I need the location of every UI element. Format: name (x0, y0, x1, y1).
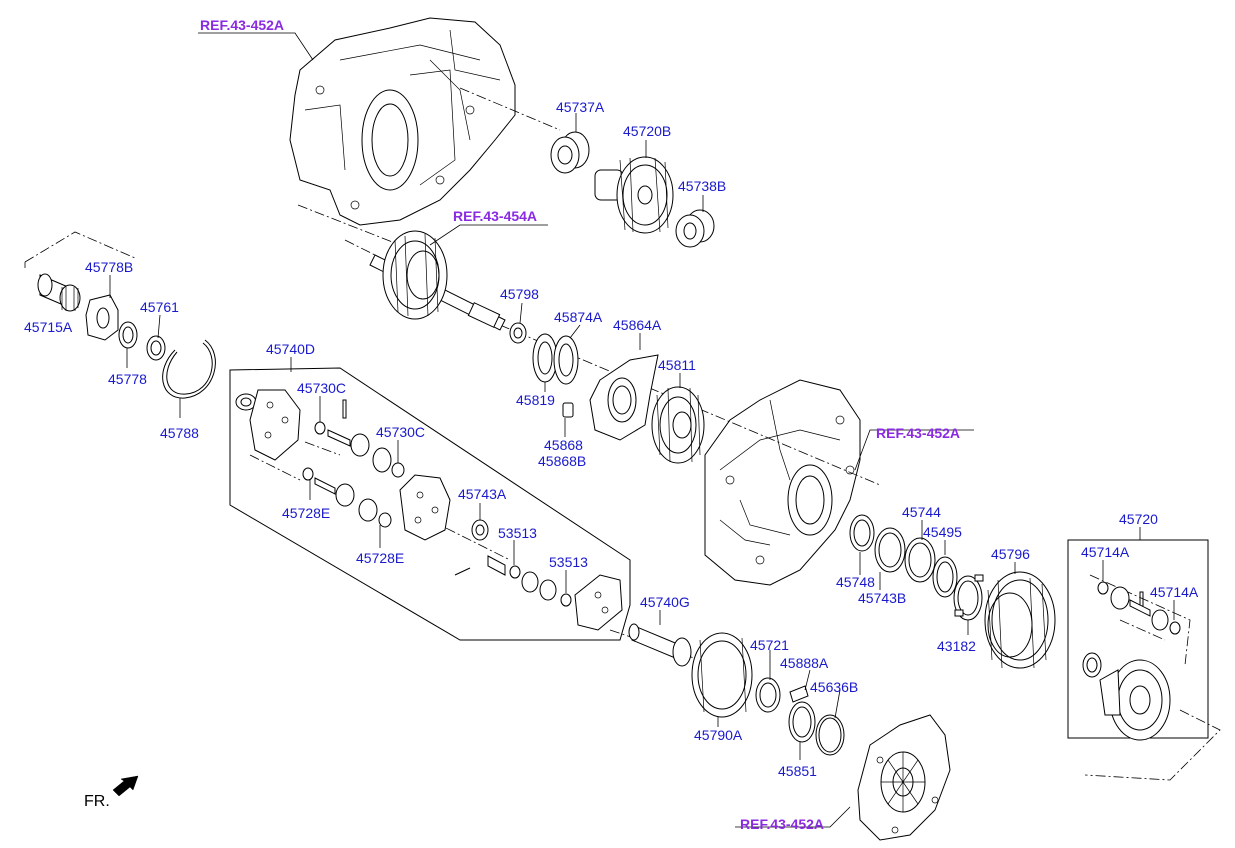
bolt-45868 (562, 402, 574, 418)
snap-ring-45851 (788, 701, 816, 743)
coupling-45715A (37, 273, 81, 312)
part-label: 45874A (554, 309, 603, 325)
part-label: 45796 (991, 546, 1030, 562)
washer-45761 (146, 335, 166, 361)
part-label: 45740G (640, 594, 690, 610)
ref-label-bottom: REF.43-452A (740, 816, 824, 832)
carrier-parts (235, 389, 623, 631)
part-label: 45721 (750, 637, 789, 653)
part-label: 45888A (780, 655, 829, 671)
gear-45811 (651, 386, 705, 464)
part-label: 45743A (458, 486, 507, 502)
part-label: 45728E (356, 550, 404, 566)
part-label: 45788 (160, 425, 199, 441)
o-ring-45636B (815, 714, 845, 756)
part-label: 53513 (498, 525, 537, 541)
part-label: 45636B (810, 679, 858, 695)
part-label: 45743B (858, 590, 906, 606)
leader-lines (109, 32, 1175, 828)
right-transmission-housing (704, 379, 861, 586)
part-label: 45744 (902, 504, 941, 520)
part-label: 45748 (836, 574, 875, 590)
part-label: 53513 (549, 554, 588, 570)
washer-45798 (509, 322, 527, 344)
part-label: 45819 (516, 392, 555, 408)
ref-label-top: REF.43-452A (200, 17, 284, 33)
ref-label-shaft: REF.43-454A (453, 208, 537, 224)
bearing-45738B (675, 209, 715, 248)
part-label: 45495 (923, 524, 962, 540)
part-label: 45868 (544, 437, 583, 453)
front-direction-indicator: FR. (84, 775, 139, 810)
ref-label-right: REF.43-452A (876, 425, 960, 441)
part-label: 45790A (694, 727, 743, 743)
part-labels: REF.43-452A REF.43-454A REF.43-452A REF.… (24, 17, 1199, 832)
part-label: 45730C (297, 380, 346, 396)
part-label: 45868B (538, 453, 586, 469)
shaft-45740G (628, 623, 692, 667)
retainer-plate-45864A (589, 354, 659, 441)
washer-45778 (118, 321, 138, 349)
washer-45721 (755, 677, 781, 713)
snap-ring-45788 (162, 339, 216, 399)
clutch-drum-45796 (984, 571, 1056, 669)
washers-45819-45874A (532, 333, 579, 385)
top-transmission-housing (289, 17, 516, 226)
clip-45888A (789, 685, 809, 703)
bearing-45737A (550, 131, 590, 174)
part-label: 45720 (1119, 511, 1158, 527)
part-label: 45738B (678, 178, 726, 194)
bottom-transmission-cover (857, 714, 951, 841)
part-label: 45864A (613, 317, 662, 333)
front-label: FR. (84, 793, 110, 810)
part-label: 45778 (108, 371, 147, 387)
snap-ring-43182 (953, 574, 984, 621)
part-label: 45778B (85, 259, 133, 275)
ring-gear-45790A (691, 632, 753, 718)
main-shaft (369, 230, 506, 331)
transfer-gear-45720B (594, 156, 674, 234)
front-arrow-icon (112, 775, 139, 797)
part-label: 45851 (778, 763, 817, 779)
part-label: 45714A (1081, 544, 1130, 560)
differential-group-box (1067, 539, 1209, 739)
part-label: 45714A (1150, 584, 1199, 600)
rings-right-series (849, 514, 958, 598)
carrier-group-box (229, 367, 631, 641)
part-label: 45740D (266, 341, 315, 357)
part-label: 45811 (658, 357, 696, 373)
part-label: 45715A (24, 319, 73, 335)
differential-parts (1082, 581, 1181, 741)
part-label: 45728E (282, 505, 330, 521)
part-label: 45737A (556, 99, 605, 115)
part-label: 45730C (376, 424, 425, 440)
part-label: 45761 (140, 299, 179, 315)
part-label: 43182 (937, 638, 976, 654)
part-label: 45720B (623, 123, 671, 139)
plate-45778B (85, 294, 119, 341)
part-label: 45798 (500, 286, 539, 302)
